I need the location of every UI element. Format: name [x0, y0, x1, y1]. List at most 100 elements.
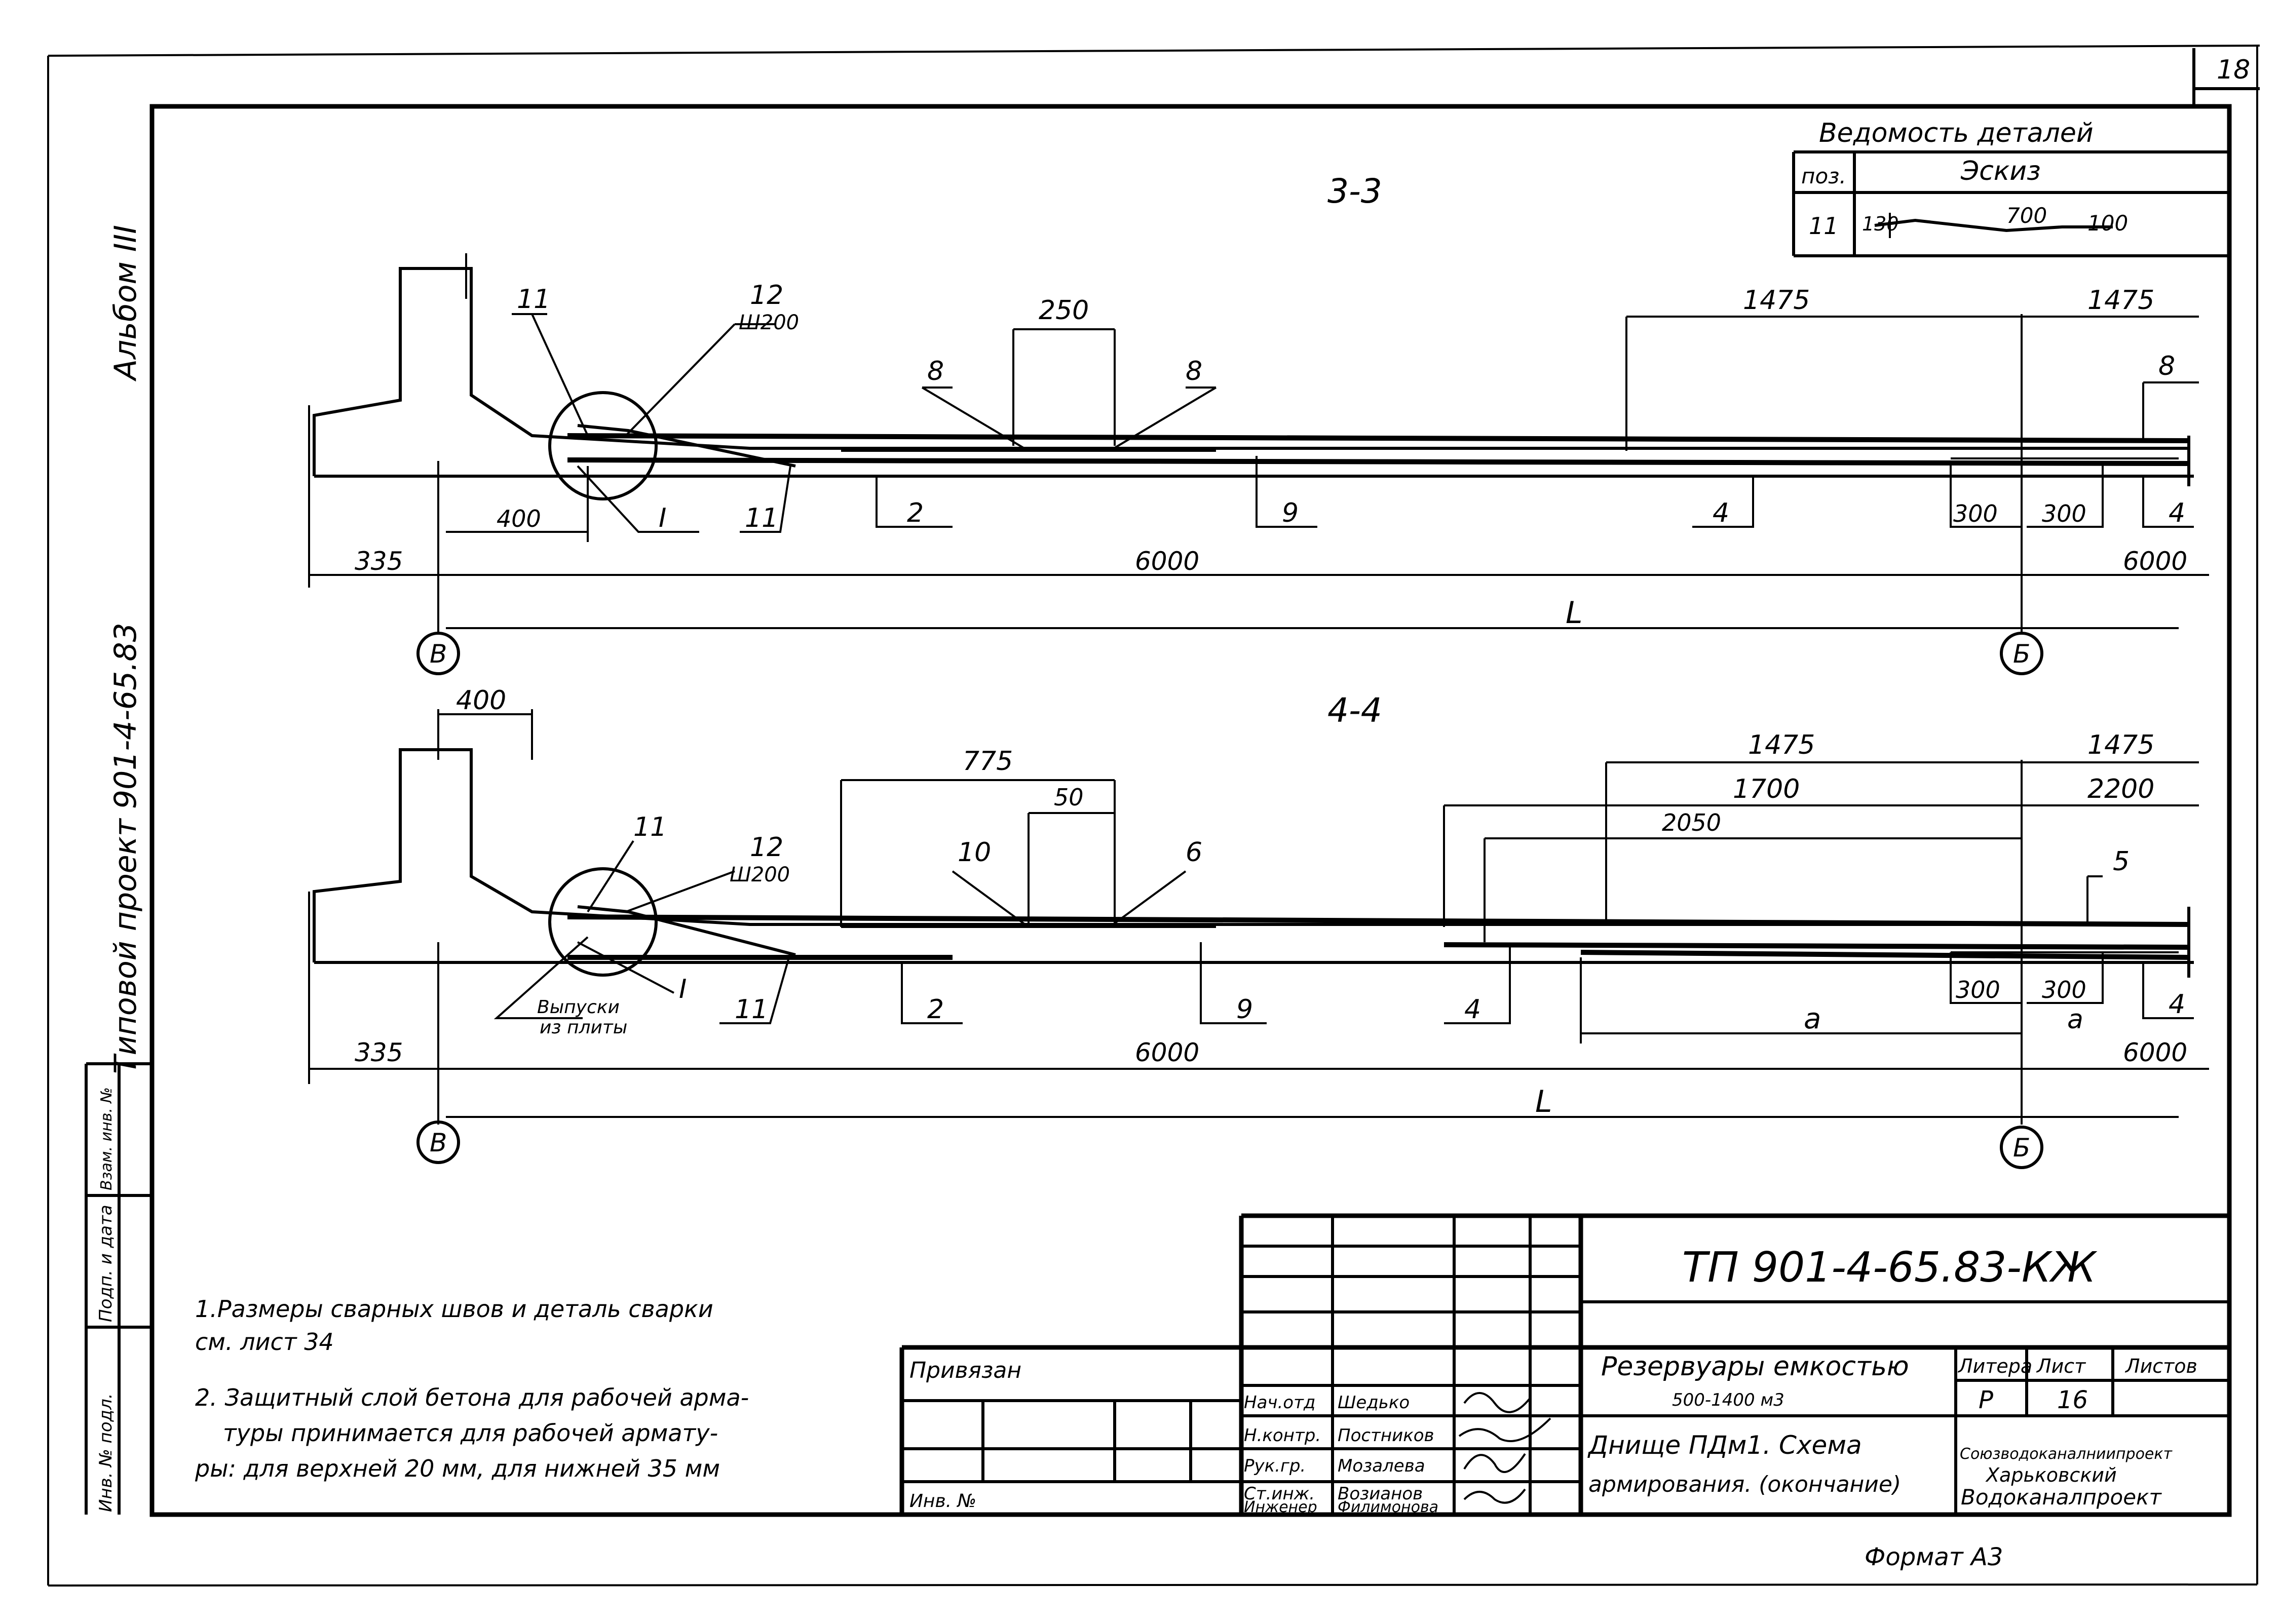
s44-d50: 50 — [1054, 784, 1084, 811]
role-1: Нач.отд — [1244, 1393, 1315, 1413]
s44-d2050: 2050 — [1662, 809, 1721, 836]
s44-release2: из плиты — [540, 1017, 627, 1038]
stamp-inv-podl: Инв. № подл. — [96, 1393, 116, 1512]
s44-a1: a — [1804, 1002, 1821, 1035]
s44-p5: 5 — [2113, 846, 2130, 877]
s33-d6000: 6000 — [1135, 547, 1199, 576]
s33-d335: 335 — [355, 547, 403, 576]
s33-axis-B2: Б — [2013, 639, 2030, 669]
name-4: Возианов — [1338, 1484, 1423, 1504]
s44-p12b: Ш200 — [730, 863, 790, 886]
section-4-4-title: 4-4 — [1327, 691, 1382, 730]
s44-detail: I — [679, 974, 687, 1004]
note-line-3: 2. Защитный слой бетона для рабочей арма… — [195, 1384, 749, 1411]
s33-d300b: 300 — [2042, 500, 2086, 527]
org-line-2: Харьковский — [1985, 1464, 2117, 1486]
details-dim-b: 700 — [2006, 203, 2047, 228]
s44-d300a: 300 — [1956, 976, 2000, 1003]
details-table — [1792, 150, 2229, 257]
details-dim-c: 100 — [2087, 211, 2128, 236]
album-label: Альбом III — [108, 225, 143, 382]
s33-p8a: 8 — [927, 356, 944, 386]
s44-d1700: 1700 — [1733, 774, 1800, 804]
role-5: Инженер — [1244, 1498, 1317, 1516]
s44-p4b: 4 — [2169, 989, 2185, 1020]
s33-d300a: 300 — [1953, 500, 1998, 527]
litera-value: Р — [1979, 1386, 1993, 1414]
s44-axis-B2: Б — [2013, 1133, 2030, 1163]
s33-L: L — [1566, 595, 1582, 631]
name-3: Мозалева — [1338, 1456, 1425, 1476]
s44-p10: 10 — [958, 837, 991, 868]
s44-d1475b: 1475 — [2087, 730, 2154, 760]
details-row-pos: 11 — [1809, 212, 1839, 240]
s33-p12b: Ш200 — [739, 311, 799, 334]
s33-detail: I — [659, 503, 666, 533]
s33-p11b: 11 — [745, 503, 778, 533]
signatures — [1458, 1392, 1551, 1504]
s33-d400: 400 — [497, 505, 541, 532]
s33-p8c: 8 — [2158, 351, 2175, 381]
s44-p6: 6 — [1186, 837, 1202, 868]
name-5: Филимонова — [1338, 1498, 1438, 1516]
section-3-3-title: 3-3 — [1327, 172, 1382, 211]
role-3: Рук.гр. — [1244, 1456, 1306, 1476]
note-line-4: туры принимается для рабочей армату- — [223, 1419, 718, 1447]
name-2: Постников — [1338, 1425, 1434, 1446]
s33-axis-B: В — [430, 639, 447, 669]
s44-p11b: 11 — [735, 994, 768, 1025]
s33-p4b: 4 — [2169, 498, 2185, 528]
section-4-4 — [308, 709, 2209, 1169]
s33-p9: 9 — [1282, 498, 1299, 528]
s33-p8b: 8 — [1186, 356, 1202, 386]
s44-d400: 400 — [456, 685, 506, 716]
drawing-code: ТП 901-4-65.83-КЖ — [1682, 1244, 2098, 1292]
s33-p4: 4 — [1713, 498, 1729, 528]
s44-axis-B: В — [430, 1128, 447, 1157]
s44-p4: 4 — [1464, 994, 1481, 1025]
s44-d775: 775 — [963, 746, 1013, 777]
s44-d2200: 2200 — [2087, 774, 2154, 804]
org-line-3: Водоканалпроект — [1961, 1485, 2162, 1510]
s33-d1475a: 1475 — [1743, 285, 1810, 316]
s44-release1: Выпуски — [537, 997, 620, 1018]
s44-d1475a: 1475 — [1748, 730, 1815, 760]
s44-p12: 12 — [750, 832, 783, 863]
object-sub: 500-1400 м3 — [1672, 1390, 1784, 1410]
s33-d1475b: 1475 — [2087, 285, 2154, 316]
role-4: Ст.инж. — [1244, 1484, 1315, 1504]
s33-p11: 11 — [517, 284, 550, 315]
format-label: Формат А3 — [1865, 1543, 2003, 1571]
binding-label: Привязан — [909, 1358, 1021, 1383]
s44-p2: 2 — [927, 994, 944, 1025]
note-line-2: см. лист 34 — [195, 1328, 334, 1356]
details-col-sketch: Эскиз — [1960, 156, 2041, 186]
object-title: Резервуары емкостью — [1601, 1351, 1909, 1382]
col-list: Лист — [2036, 1355, 2086, 1377]
left-stamp — [85, 1062, 152, 1515]
stamp-podp-data: Подп. и дата — [96, 1205, 116, 1322]
details-col-pos: поз. — [1801, 164, 1846, 188]
section-3-3 — [308, 253, 2209, 675]
s44-d6000: 6000 — [1135, 1038, 1199, 1067]
s44-d335: 335 — [355, 1038, 403, 1067]
s44-a2: a — [2067, 1004, 2083, 1035]
s33-d6000b: 6000 — [2123, 547, 2187, 576]
s33-p12: 12 — [750, 280, 783, 311]
note-line-5: ры: для верхней 20 мм, для нижней 35 мм — [195, 1455, 720, 1482]
s44-d6000b: 6000 — [2123, 1038, 2187, 1067]
sheet-title-1: Днище ПДм1. Схема — [1587, 1430, 1862, 1460]
name-1: Шедько — [1338, 1393, 1410, 1413]
s44-p11: 11 — [633, 812, 667, 842]
sheet-frame — [47, 45, 2260, 1587]
list-value: 16 — [2057, 1386, 2088, 1414]
s44-d300b: 300 — [2042, 976, 2086, 1003]
s33-p2: 2 — [907, 498, 924, 528]
s33-d250: 250 — [1039, 295, 1089, 326]
s44-L: L — [1535, 1084, 1552, 1119]
sheet-title-2: армирования. (окончание) — [1588, 1472, 1901, 1497]
project-vertical: Типовой проект 901-4-65.83 — [108, 623, 143, 1074]
details-dim-a: 130 — [1862, 213, 1899, 235]
stamp-vzam-inv: Взам. инв. № — [98, 1087, 116, 1190]
